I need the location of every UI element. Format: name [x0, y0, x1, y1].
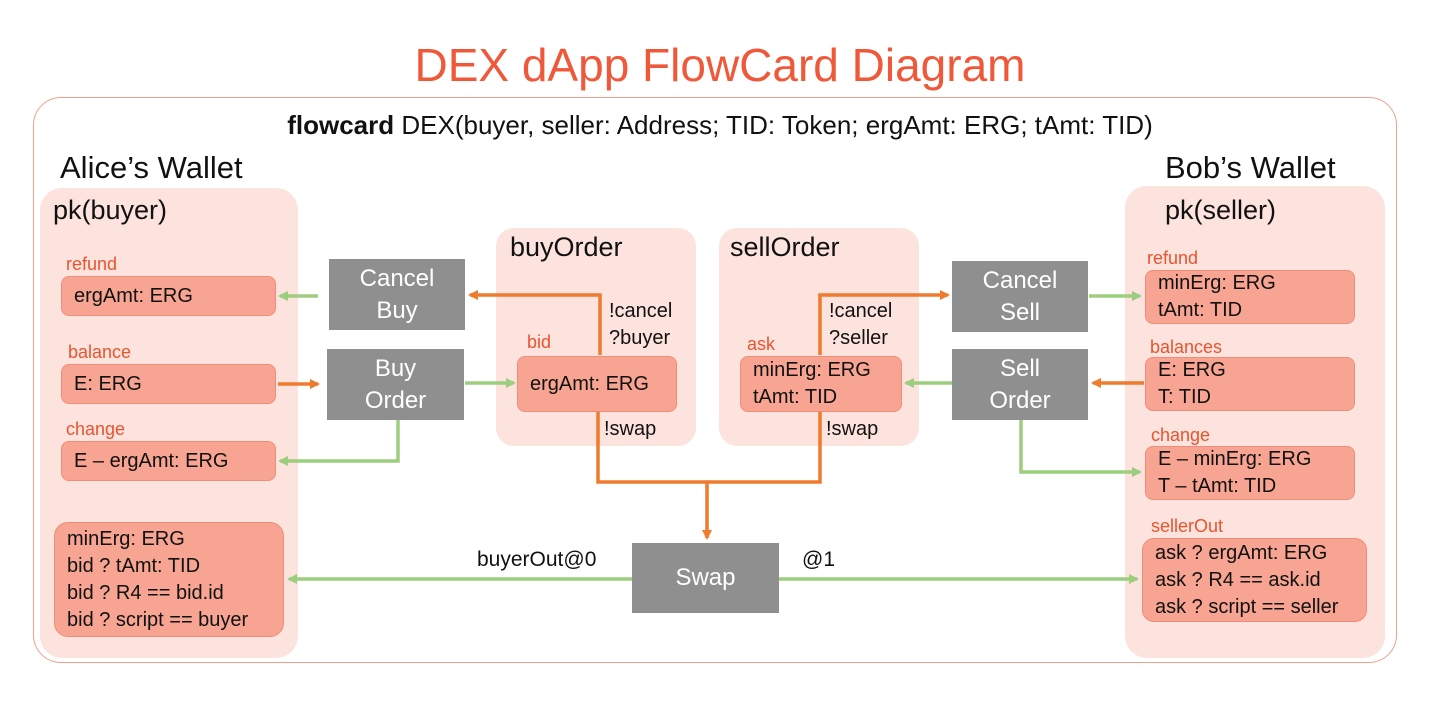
bob-change-box: E – minErg: ERG T – tAmt: TID: [1145, 446, 1355, 500]
box-line: tAmt: TID: [1158, 299, 1243, 321]
box-line: bid ? R4 == bid.id: [67, 581, 224, 604]
arrow-bid-to-cancel-buy: [468, 290, 602, 355]
bob-change-label: change: [1151, 425, 1211, 445]
alice-refund-label: refund: [66, 254, 118, 274]
alice-balance-label: balance: [68, 342, 132, 362]
buyer-out-edge-label: buyerOut@0: [477, 548, 597, 571]
tx-line: Sell: [999, 354, 1041, 382]
box-line: ask ? ergAmt: ERG: [1155, 541, 1328, 564]
cancel-buy-tx: Cancel Buy: [329, 259, 465, 330]
arrow-sell-order-to-change: [1019, 420, 1142, 477]
bid-swap-condition: !swap: [604, 418, 657, 440]
bid-label: bid: [527, 332, 552, 352]
box-line: ask ? script == seller: [1155, 595, 1339, 618]
sell-order-title: sellOrder: [730, 232, 840, 262]
ask-box: minErg: ERG tAmt: TID: [740, 356, 902, 412]
signature-params: DEX(buyer, seller: Address; TID: Token; …: [394, 110, 1153, 140]
buy-order-title: buyOrder: [510, 232, 623, 262]
alice-panel-title: pk(buyer): [53, 195, 168, 225]
box-line: bid ? tAmt: TID: [67, 554, 201, 577]
ask-label: ask: [747, 334, 776, 354]
tx-line: Cancel: [359, 264, 435, 292]
alice-wallet-title: Alice’s Wallet: [60, 150, 243, 185]
box-line: bid ? script == buyer: [67, 608, 249, 631]
condition: ?seller: [829, 327, 888, 349]
ask-conditions: !cancel ?seller: [829, 298, 892, 352]
box-line: ergAmt: ERG: [530, 372, 649, 395]
bob-balances-label: balances: [1150, 337, 1223, 357]
condition: !cancel: [829, 300, 893, 322]
box-line: E: ERG: [74, 372, 142, 395]
tx-line: Buy: [374, 354, 417, 382]
signature-keyword: flowcard: [287, 110, 395, 140]
box-line: E – minErg: ERG: [1158, 448, 1312, 470]
alice-change-box: E – ergAmt: ERG: [61, 441, 276, 481]
bob-refund-box: minErg: ERG tAmt: TID: [1145, 270, 1355, 324]
alice-buyer-out-box: minErg: ERG bid ? tAmt: TID bid ? R4 == …: [54, 522, 284, 637]
bob-panel-title: pk(seller): [1165, 195, 1277, 225]
alice-balance-box: E: ERG: [61, 364, 276, 404]
box-line: ergAmt: ERG: [74, 284, 193, 307]
tx-line: Order: [989, 386, 1051, 414]
box-line: T: TID: [1158, 386, 1211, 408]
seller-out-edge-label: @1: [802, 548, 835, 571]
sell-order-tx: Sell Order: [952, 349, 1088, 420]
condition: ?buyer: [609, 327, 671, 349]
bob-balances-box: E: ERG T: TID: [1145, 357, 1355, 411]
bid-conditions: !cancel ?buyer: [609, 298, 672, 352]
arrow-bid-to-swap: [596, 412, 712, 540]
bob-refund-label: refund: [1147, 248, 1199, 268]
box-line: tAmt: TID: [753, 386, 838, 408]
box-line: minErg: ERG: [1158, 272, 1276, 294]
tx-line: Cancel: [982, 266, 1058, 294]
tx-line: Swap: [675, 564, 736, 591]
box-line: E: ERG: [1158, 359, 1226, 381]
bob-seller-out-box: ask ? ergAmt: ERG ask ? R4 == ask.id ask…: [1142, 538, 1367, 622]
buy-order-tx: Buy Order: [327, 349, 464, 420]
box-line: E – ergAmt: ERG: [74, 449, 229, 472]
condition: !cancel: [609, 300, 673, 322]
flowcard-frame: [33, 97, 1397, 663]
ask-swap-condition: !swap: [826, 418, 879, 440]
box-line: ask ? R4 == ask.id: [1155, 568, 1321, 591]
arrow-ask-to-cancel-sell: [818, 290, 950, 355]
bob-seller-out-label: sellerOut: [1151, 516, 1224, 536]
bid-box: ergAmt: ERG: [517, 356, 677, 412]
arrow-ask-to-swap: [707, 412, 822, 484]
flowcard-signature: flowcard DEX(buyer, seller: Address; TID…: [0, 110, 1440, 141]
alice-change-label: change: [66, 419, 126, 439]
alice-refund-box: ergAmt: ERG: [61, 276, 276, 316]
box-line: minErg: ERG: [753, 359, 871, 381]
swap-tx: Swap: [632, 543, 779, 613]
tx-line: Buy: [376, 296, 418, 324]
box-line: minErg: ERG: [67, 527, 185, 550]
cancel-sell-tx: Cancel Sell: [952, 261, 1088, 332]
bob-wallet-title: Bob’s Wallet: [1165, 150, 1336, 185]
box-line: T – tAmt: TID: [1158, 475, 1277, 497]
tx-line: Sell: [999, 298, 1041, 326]
arrow-buy-order-to-change: [278, 420, 400, 466]
diagram-title: DEX dApp FlowCard Diagram: [414, 39, 1026, 91]
tx-line: Order: [364, 386, 427, 414]
